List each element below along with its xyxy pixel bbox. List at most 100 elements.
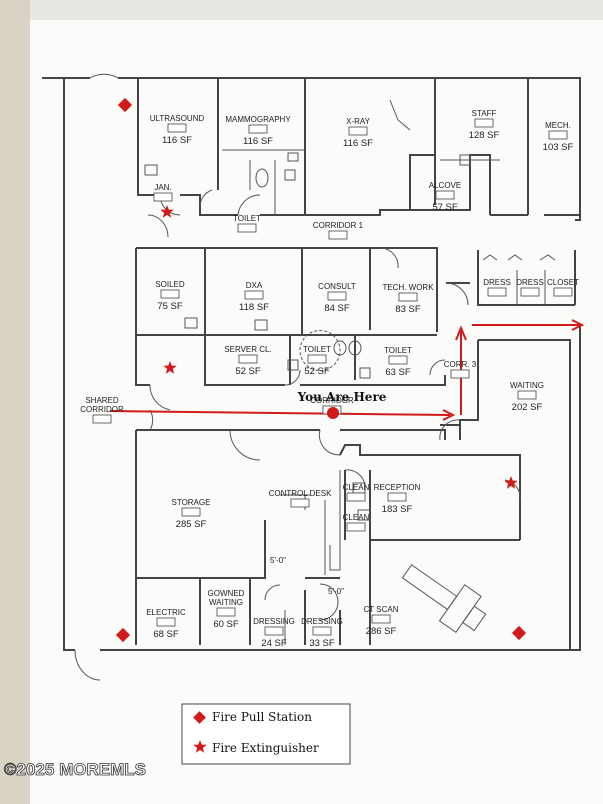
fire-pull-station-icon [511,625,527,641]
room-number-tag [435,190,455,200]
room-corridor1: CORRIDOR 1 [313,221,364,240]
room-area: 60 SF [213,619,239,630]
room-area: 286 SF [366,626,397,637]
room-ctscan: CT SCAN 286 SF [364,605,399,637]
room-area: 202 SF [512,402,543,413]
dim-label-1: 5'-0" [270,556,286,565]
room-number-tag [548,130,568,140]
room-number-tag [307,354,327,364]
room-number-tag [346,522,366,532]
room-toilet_top: TOILET [233,214,261,233]
room-label: WAITING [510,381,544,390]
room-area: 57 SF [432,202,458,213]
room-area: 116 SF [162,135,192,146]
room-label: MECH. [545,121,571,130]
room-waiting: WAITING 202 SF [510,381,544,413]
fire-extinguisher-icon [163,361,177,374]
room-number-tag [487,287,507,297]
room-label: TOILET [233,214,261,223]
room-label: DRESS [483,278,511,287]
room-area: 33 SF [309,638,335,649]
room-number-tag [92,414,112,424]
room-label: CLEAN [343,483,370,492]
legend-box [181,703,351,765]
room-label: SHARED [85,396,119,405]
room-label: RECEPTION [374,483,421,492]
room-number-tag [248,124,268,134]
star-icon [193,740,207,753]
room-label: X-RAY [346,117,371,126]
fire-extinguisher-icon [504,476,518,489]
room-label: ELECTRIC [146,608,186,617]
room-label: DRESSING [253,617,295,626]
room-dress2: DRESS [516,278,544,297]
room-mech: MECH.103 SF [543,121,574,153]
room-area: 183 SF [382,504,413,515]
room-label: SOILED [155,280,185,289]
you-are-here-marker: You Are Here [297,390,387,419]
room-closet: CLOSET [547,278,579,297]
room-reception: RECEPTION 183 SF [374,483,421,515]
legend-label-ext: Fire Extinguisher [212,741,319,755]
evacuation-route [109,319,585,421]
room-server: SERVER CL.52 SF [224,345,271,377]
room-number-tag [237,223,257,233]
room-corr3: CORR. 3 [444,360,477,379]
room-area: 116 SF [343,138,373,149]
room-xray: X-RAY 116 SF [343,117,373,149]
room-label: CT SCAN [364,605,399,614]
room-label: CORR. 3 [444,360,477,369]
room-label: WAITING [209,598,243,607]
room-number-tag [371,614,391,624]
room-area: 24 SF [261,638,287,649]
room-number-tag [553,287,573,297]
room-label: MAMMOGRAPHY [225,115,291,124]
room-number-tag [238,354,258,364]
room-number-tag [517,390,537,400]
dim-label-2: 5'-0" [328,587,344,596]
room-label: CORRIDOR 1 [313,221,364,230]
room-number-tag [290,498,310,508]
room-dress1: DRESS [483,278,511,297]
room-area: 68 SF [153,629,179,640]
room-label: DRESS [516,278,544,287]
room-label: CONSULT [318,282,356,291]
room-label: ULTRASOUND [150,114,205,123]
room-number-tag [346,492,366,502]
room-electric: ELECTRIC 68 SF [146,608,186,640]
fixtures [144,152,487,634]
room-label: CONTROL DESK [269,489,332,498]
room-label: STAFF [472,109,497,118]
room-label: DXA [246,281,263,290]
room-number-tag [474,118,494,128]
room-label: SERVER CL. [224,345,271,354]
room-area: 84 SF [324,303,350,314]
room-number-tag [153,192,173,202]
room-label: JAN. [154,183,171,192]
room-label: CORRIDOR [310,396,354,405]
fire-extinguishers [160,205,518,489]
room-dressing1: DRESSING 24 SF [253,617,295,649]
room-area: 128 SF [469,130,500,141]
room-clean2: CLEAN [343,513,370,532]
room-area: 285 SF [176,519,207,530]
room-number-tag [398,292,418,302]
room-staff: STAFF 128 SF [469,109,500,141]
room-number-tag [160,289,180,299]
room-label: CLEAN [343,513,370,522]
room-number-tag [312,626,332,636]
you-are-here-label: You Are Here [297,390,387,404]
watermark: ©2025 MOREMLS [4,760,146,779]
room-area: 63 SF [385,367,411,378]
room-control: CONTROL DESK [269,489,332,508]
room-number-tag [450,369,470,379]
room-number-tag [244,290,264,300]
